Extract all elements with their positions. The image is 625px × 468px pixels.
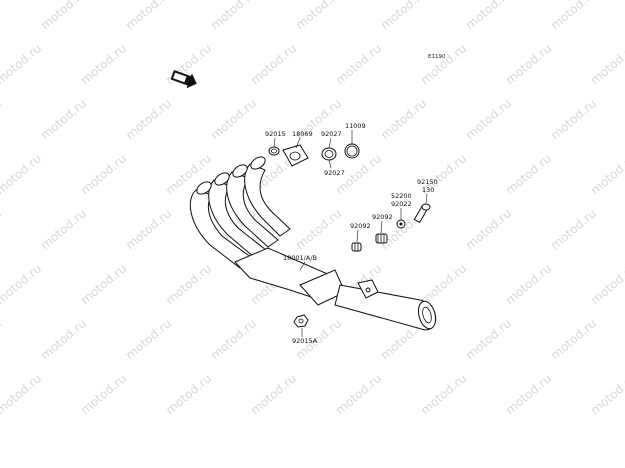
watermark-text: motod.ru (248, 41, 299, 87)
label-92015A: 92015A (292, 337, 318, 345)
watermark-text: motod.ru (548, 0, 599, 32)
watermark-text: motod.ru (78, 41, 129, 87)
watermark-text: motod.ru (503, 261, 554, 307)
watermark-text: motod.ru (463, 0, 514, 32)
watermark-text: motod.ru (0, 96, 4, 142)
label-18069: 18069 (292, 130, 313, 138)
watermark-text: motod.ru (333, 41, 384, 87)
watermark-text: motod.ru (0, 261, 44, 307)
watermark-text: motod.ru (38, 206, 89, 252)
watermark-text: motod.ru (0, 0, 4, 32)
nut-92015A (293, 314, 309, 328)
watermark-text: motod.ru (418, 261, 469, 307)
watermark-text: motod.ru (588, 261, 625, 307)
watermark-text: motod.ru (463, 96, 514, 142)
watermark-text: motod.ru (248, 371, 299, 417)
label-11009: 11009 (345, 122, 366, 130)
diagram-code: E1190 (428, 54, 446, 60)
watermark-text: motod.ru (163, 371, 214, 417)
label-92150: 92150 (417, 178, 438, 186)
watermark-text: motod.ru (293, 206, 344, 252)
watermark-text: motod.ru (0, 206, 4, 252)
watermark-text: motod.ru (38, 0, 89, 32)
watermark-text: motod.ru (38, 316, 89, 362)
part-labels: 92015 18069 92027 11009 92027 92150 130 … (265, 122, 438, 345)
collar-92027 (321, 147, 337, 161)
watermark-text: motod.ru (0, 371, 44, 417)
label-52200: 52200 (391, 192, 412, 200)
watermark-layer: motod.ru motod.ru motod.ru motod.ru motod.ru… (0, 0, 625, 417)
leader-lines (273, 130, 428, 337)
label-92027-top: 92027 (321, 130, 342, 138)
watermark-text: motod.ru (208, 316, 259, 362)
bolt-92150 (413, 203, 431, 224)
label-130: 130 (422, 186, 434, 194)
watermark-text: motod.ru (588, 41, 625, 87)
watermark-text: motod.ru (0, 151, 44, 197)
watermark-text: motod.ru (38, 96, 89, 142)
watermark-text: motod.ru (208, 96, 259, 142)
watermark-text: motod.ru (378, 0, 429, 32)
exhaust-header-assembly (189, 156, 437, 331)
watermark-text: motod.ru (0, 41, 44, 87)
watermark-text: motod.ru (418, 371, 469, 417)
watermark-text: motod.ru (463, 206, 514, 252)
watermark-text: motod.ru (0, 316, 4, 362)
watermark-text: motod.ru (548, 316, 599, 362)
label-92092-a: 92092 (372, 213, 393, 221)
front-arrow-icon (170, 70, 197, 89)
spacer-92092a (375, 233, 388, 244)
washer-92022 (396, 219, 406, 229)
watermark-text: motod.ru (123, 206, 174, 252)
spacer-92092b (351, 242, 362, 252)
label-92092-b: 92092 (350, 222, 371, 230)
watermark-text: motod.ru (463, 316, 514, 362)
watermark-text: motod.ru (78, 261, 129, 307)
watermark-text: motod.ru (123, 96, 174, 142)
watermark-text: motod.ru (548, 96, 599, 142)
watermark-text: motod.ru (503, 371, 554, 417)
watermark-text: motod.ru (418, 41, 469, 87)
watermark-text: motod.ru (78, 371, 129, 417)
gasket-92015 (268, 146, 280, 156)
watermark-text: motod.ru (123, 316, 174, 362)
label-92027-bottom: 92027 (324, 169, 345, 177)
watermark-text: motod.ru (123, 0, 174, 32)
watermark-text: motod.ru (548, 206, 599, 252)
label-18001: 18001/A/B (283, 254, 317, 262)
watermark-text: motod.ru (333, 371, 384, 417)
watermark-text: motod.ru (293, 0, 344, 32)
flange-18069 (282, 144, 309, 167)
watermark-text: motod.ru (588, 151, 625, 197)
watermark-text: motod.ru (208, 0, 259, 32)
label-92015: 92015 (265, 130, 286, 138)
watermark-text: motod.ru (503, 41, 554, 87)
watermark-text: motod.ru (503, 151, 554, 197)
watermark-text: motod.ru (588, 371, 625, 417)
watermark-text: motod.ru (78, 151, 129, 197)
label-92022: 92022 (391, 200, 412, 208)
watermark-text: motod.ru (378, 96, 429, 142)
watermark-text: motod.ru (163, 261, 214, 307)
gasket-11009 (344, 143, 360, 159)
